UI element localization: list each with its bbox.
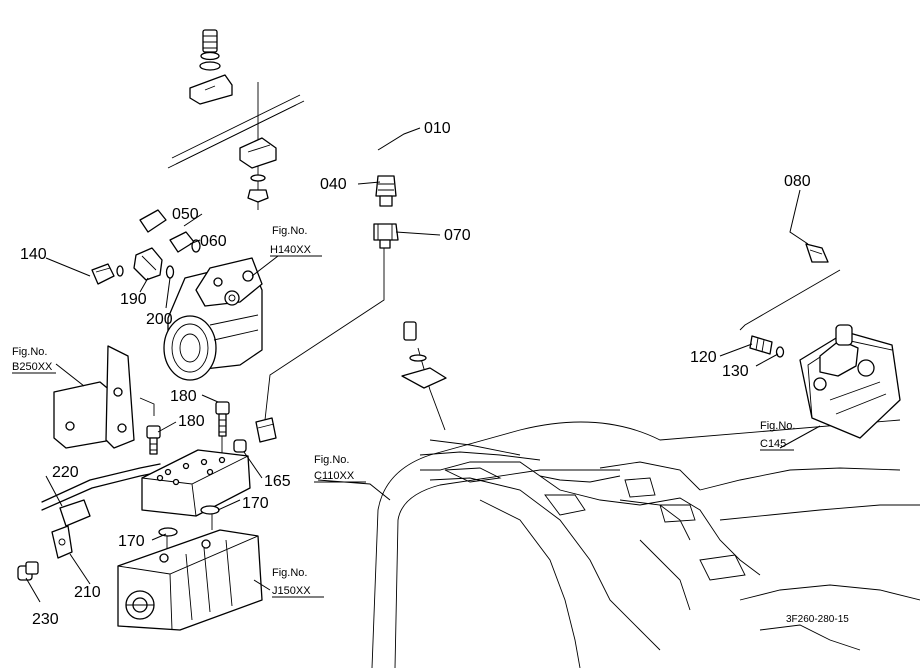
callout-210: 210 bbox=[74, 584, 101, 601]
fitting-080-lower bbox=[255, 417, 277, 443]
pipe-080 bbox=[270, 248, 814, 442]
plug-165 bbox=[233, 439, 247, 453]
fitting-140-end bbox=[91, 263, 124, 285]
figure-ref-c110: Fig.No. C110XX bbox=[314, 454, 366, 483]
fitting-040 bbox=[375, 175, 397, 207]
callout-080: 080 bbox=[784, 173, 811, 190]
figure-ref-j150: Fig.No. J150XX bbox=[272, 567, 324, 598]
callout-200: 200 bbox=[146, 311, 173, 328]
fig-label: Fig.No. bbox=[272, 225, 307, 237]
fig-code: J150XX bbox=[272, 585, 311, 597]
fitting-080-end bbox=[805, 243, 829, 263]
hydraulic-motor bbox=[163, 257, 263, 381]
drawing-code: 3F260-280-15 bbox=[786, 614, 849, 625]
clip-210 bbox=[51, 525, 73, 559]
fitting-050 bbox=[139, 209, 201, 253]
fitting-190 bbox=[133, 247, 175, 281]
callout-numbers: 010 040 050 060 070 080 120 130 140 165 … bbox=[20, 120, 811, 628]
plug-230 bbox=[17, 561, 39, 581]
fig-label: Fig.No. bbox=[12, 346, 47, 358]
callout-170-right: 170 bbox=[242, 495, 269, 512]
callout-070: 070 bbox=[444, 227, 471, 244]
bracket-b250 bbox=[53, 345, 155, 449]
clamp-bolt-assembly bbox=[189, 29, 277, 203]
figure-ref-c145: Fig.No. C145 bbox=[760, 420, 795, 451]
manifold-block bbox=[141, 449, 251, 517]
callout-190: 190 bbox=[120, 291, 147, 308]
callout-230: 230 bbox=[32, 611, 59, 628]
figure-ref-h140: Fig.No. H140XX bbox=[270, 225, 322, 257]
callout-220: 220 bbox=[52, 464, 79, 481]
fitting-070 bbox=[373, 223, 399, 249]
fitting-120 bbox=[749, 335, 785, 358]
callout-040: 040 bbox=[320, 176, 347, 193]
figure-ref-b250: Fig.No. B250XX bbox=[12, 346, 56, 374]
callout-130: 130 bbox=[722, 363, 749, 380]
callout-060: 060 bbox=[200, 233, 227, 250]
fig-code: C145 bbox=[760, 438, 786, 450]
callout-180-lower: 180 bbox=[178, 413, 205, 430]
fig-label: Fig.No. bbox=[760, 420, 795, 432]
callout-120: 120 bbox=[690, 349, 717, 366]
callout-170-left: 170 bbox=[118, 533, 145, 550]
callout-050: 050 bbox=[172, 206, 199, 223]
fig-label: Fig.No. bbox=[314, 454, 349, 466]
fig-label: Fig.No. bbox=[272, 567, 307, 579]
leader-lines bbox=[25, 127, 821, 603]
frame-bolt bbox=[401, 321, 447, 389]
control-valve bbox=[799, 324, 901, 439]
o-ring-170-b bbox=[200, 505, 220, 515]
bolt-180-lower bbox=[146, 425, 161, 455]
pipe-010 bbox=[128, 40, 388, 224]
fig-code: C110XX bbox=[314, 470, 355, 482]
fig-code: H140XX bbox=[270, 244, 312, 256]
callout-180-upper: 180 bbox=[170, 388, 197, 405]
callout-010: 010 bbox=[424, 120, 451, 137]
callout-140: 140 bbox=[20, 246, 47, 263]
bolt-180-upper bbox=[215, 401, 230, 437]
tractor-frame bbox=[371, 419, 920, 668]
o-ring-170-a bbox=[158, 527, 178, 537]
bracket-220 bbox=[59, 499, 91, 527]
fig-code: B250XX bbox=[12, 361, 53, 373]
gear-pump bbox=[117, 529, 263, 631]
callout-165: 165 bbox=[264, 473, 291, 490]
